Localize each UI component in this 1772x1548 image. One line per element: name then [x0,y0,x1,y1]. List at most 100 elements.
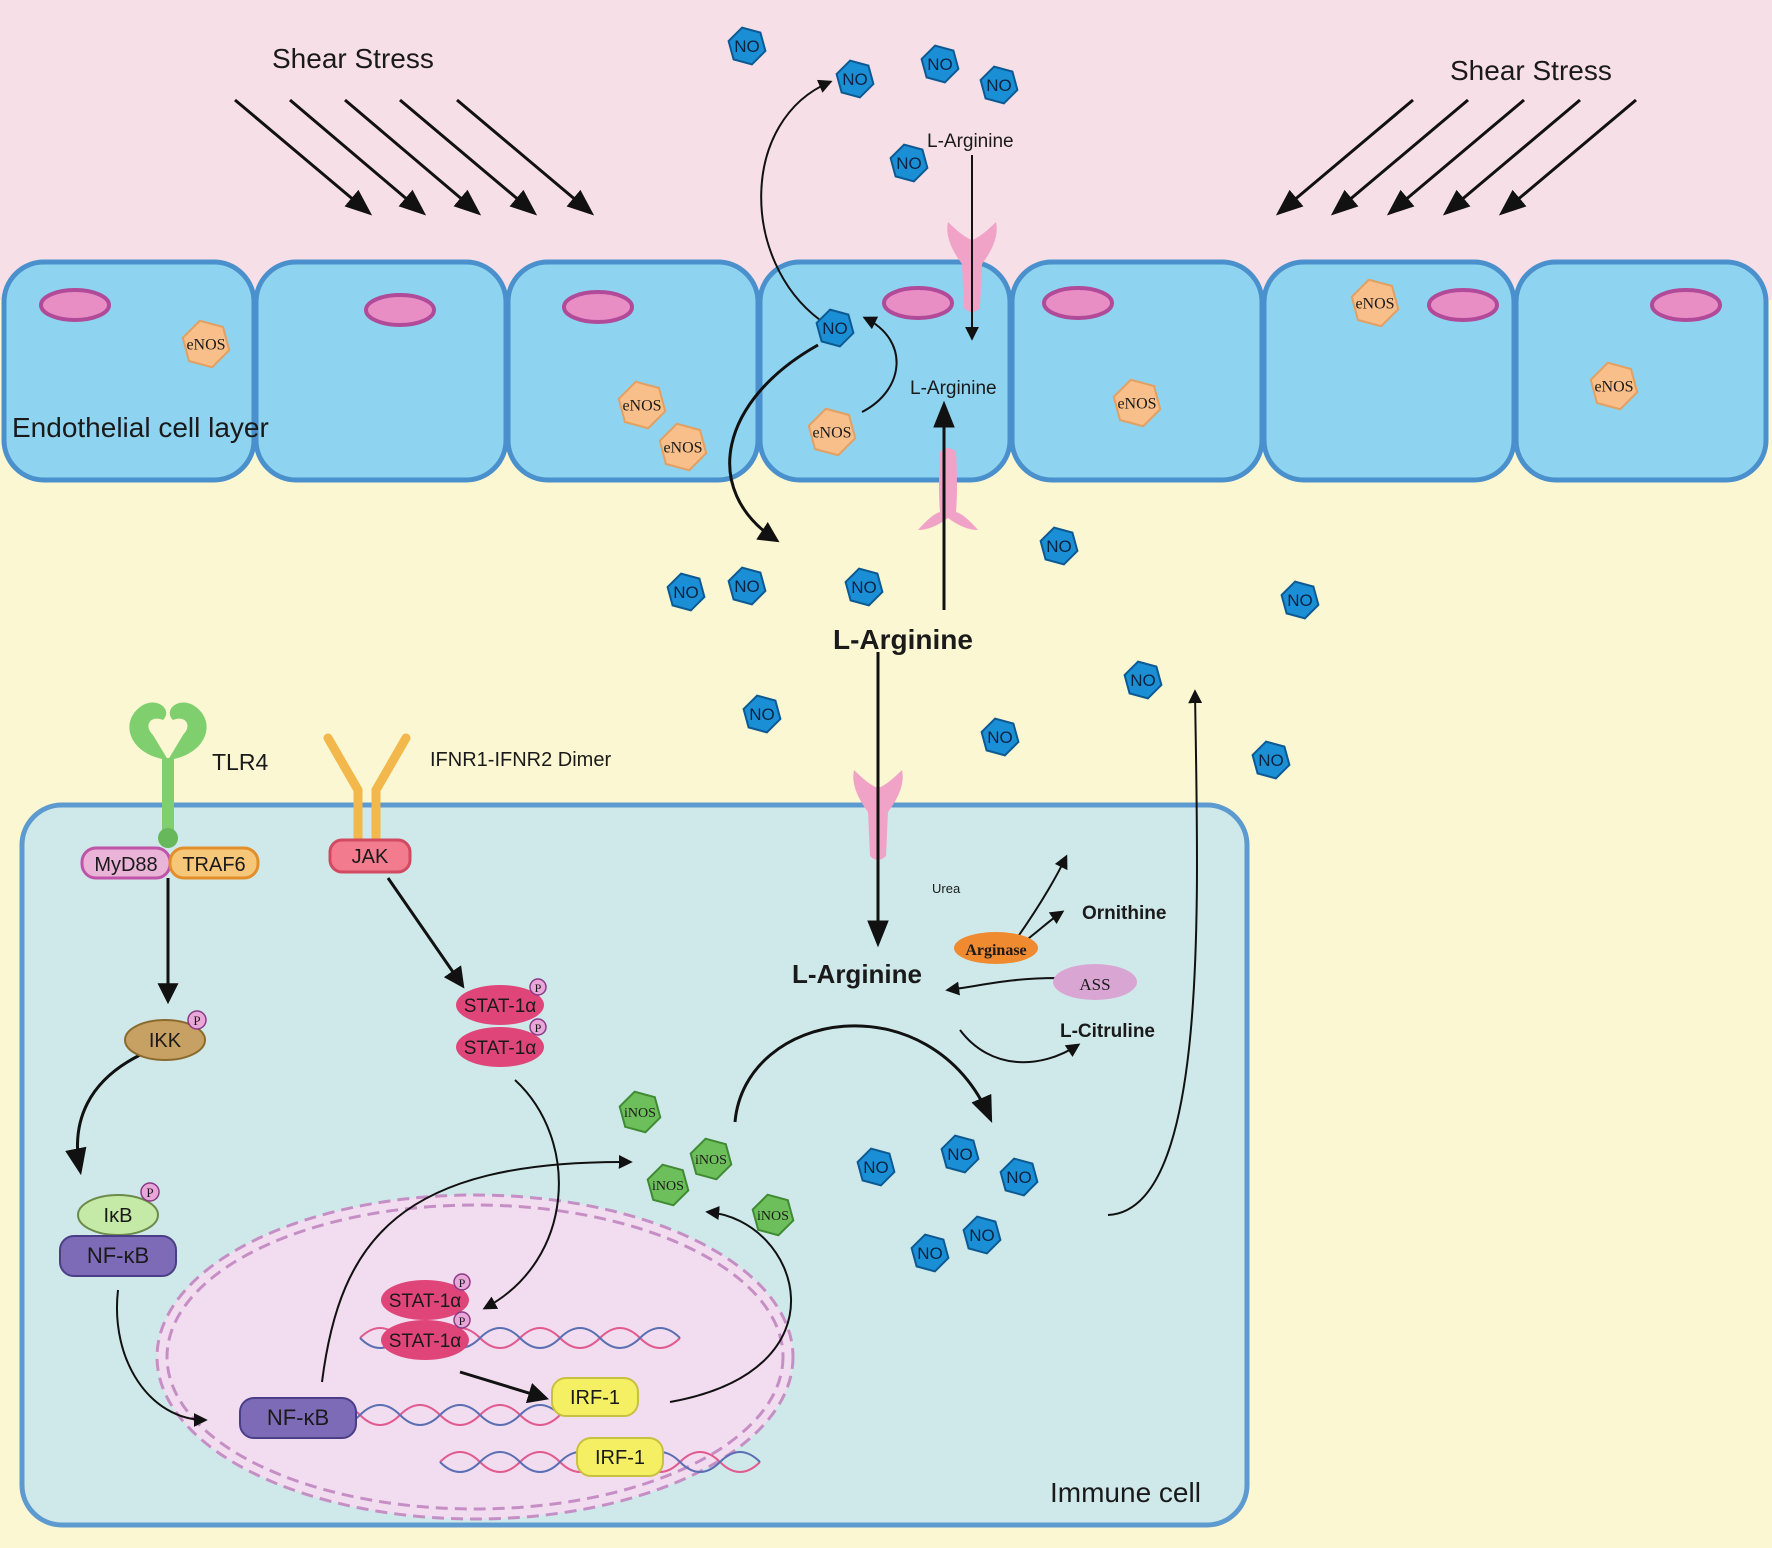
enos-molecule-icon: eNOS [658,422,708,472]
nucleus-ellipse [1042,286,1114,320]
stat-label: STAT-1α [464,1038,537,1059]
phosphate-label: P [535,981,542,995]
shear-stress-label-left: Shear Stress [272,43,434,74]
enos-molecule-icon-label: eNOS [1117,396,1156,413]
arginase-node [954,932,1038,964]
enos-molecule-icon: eNOS [617,380,667,430]
arrow-stat-nucleus [482,1079,560,1310]
ikb-label: IκB [104,1205,133,1227]
nfkb-box [59,1235,177,1277]
enos-molecule-icon-label: eNOS [663,440,702,457]
no-molecule-icon-label: NO [673,583,699,602]
enos-molecule-icon: eNOS [807,407,857,457]
stat-node [381,1280,469,1320]
stat-dimer-nucleus [381,1280,469,1360]
nfkb-nucleus-box [239,1397,357,1439]
inos-molecule-icon-label: iNOS [757,1209,789,1224]
no-molecule-icon: NO [940,1134,980,1174]
myd88-traf6-complex [80,846,260,880]
arrow-jak-stat [386,877,465,989]
immune-cell-label: Immune cell [1050,1477,1201,1508]
nucleus-ellipse [364,293,436,327]
no-molecule-icon-label: NO [986,76,1012,95]
no-molecule-icon: NO [727,26,767,66]
ifnr-receptor-icon [323,733,411,845]
irf1-box [576,1437,664,1477]
stat-node [456,1027,544,1067]
no-molecule-icon: NO [856,1147,896,1187]
no-molecule-icon: NO [835,59,875,99]
l-arginine-interstitial-label: L-Arginine [833,624,973,655]
enos-molecule-icon-label: eNOS [812,425,851,442]
stat-node [381,1320,469,1360]
shear-stress-label-right: Shear Stress [1450,55,1612,86]
stat-label: STAT-1α [389,1291,462,1312]
enos-molecule-icon: eNOS [1350,278,1400,328]
l-arginine-endothelial-label: L-Arginine [910,378,997,399]
ifnr-label: IFNR1-IFNR2 Dimer [430,749,611,771]
endothelial-cell [1,259,257,483]
jak-box [328,838,412,874]
no-molecule-icon: NO [1251,740,1291,780]
endothelial-nuclei [39,286,1722,327]
arrow-no-release [760,79,833,321]
myd88-label: MyD88 [94,854,157,876]
irf1-label: IRF-1 [595,1447,645,1469]
endothelial-layer [1,259,1769,483]
ikk-node [124,1019,206,1061]
plasma-region [0,0,1772,300]
enos-molecule-icon-label: eNOS [186,337,225,354]
arrow-no-out [728,343,819,543]
immune-nucleus [155,1193,795,1521]
tlr4-label: TLR4 [212,749,268,775]
enos-layer: eNOS eNOS eNOS eNOS eNOS eNOS eNOS [181,278,1639,472]
arrow-citruline [959,1029,1081,1064]
ornithine-label: Ornithine [1082,903,1166,924]
arrow-nfkb-nucleus [116,1289,208,1427]
arrow-nfkb-inos [321,1154,633,1383]
no-molecule-icon-label: NO [1006,1168,1032,1187]
no-molecule-icon-label: NO [896,154,922,173]
enos-molecule-icon-label: eNOS [1594,379,1633,396]
enos-molecule-icon: eNOS [1112,378,1162,428]
tlr4-receptor-icon [129,702,207,848]
inos-molecule-icon-label: iNOS [624,1106,656,1121]
no-molecule-icon: NO [999,1157,1039,1197]
no-molecule-icon: NO [1039,526,1079,566]
endothelial-layer-label: Endothelial cell layer [12,412,269,443]
arrow-inos-no [733,1024,993,1123]
no-molecule-icon-label: NO [851,578,877,597]
transporter-icon [918,448,978,530]
endothelial-cell [505,259,761,483]
nucleus-ellipse [882,286,954,320]
immune-nucleus-inner [165,1203,785,1511]
phosphate-label: P [459,1314,466,1328]
nucleus-ellipse [1427,288,1499,322]
no-molecule-icon-label: NO [822,319,848,338]
no-molecule-icon: NO [727,566,767,606]
phosphate-badge [529,1018,547,1036]
no-molecule-icon-label: NO [749,705,775,724]
irf1-box [551,1377,639,1417]
no-molecule-icon-label: NO [947,1145,973,1164]
phosphate-badge [529,978,547,996]
traf6-box [168,846,260,880]
no-molecule-icon: NO [962,1215,1002,1255]
enos-molecule-icon-label: eNOS [1355,296,1394,313]
no-molecule-icon-label: NO [863,1158,889,1177]
arrow-stat-irf1 [459,1370,550,1404]
endothelial-cell [253,259,509,483]
no-molecule-icon-label: NO [842,70,868,89]
urea-label: Urea [932,881,961,896]
phosphate-label: P [146,1185,153,1200]
ass-label: ASS [1079,975,1110,994]
no-molecule-icon-label: NO [987,728,1013,747]
nfkb-nucleus-label: NF-κB [267,1405,329,1430]
no-molecule-icon: NO [844,567,884,607]
ass-node [1053,964,1137,1000]
stat-dimer [456,985,544,1067]
traf6-label: TRAF6 [182,854,245,876]
no-molecule-icon-label: NO [1130,671,1156,690]
